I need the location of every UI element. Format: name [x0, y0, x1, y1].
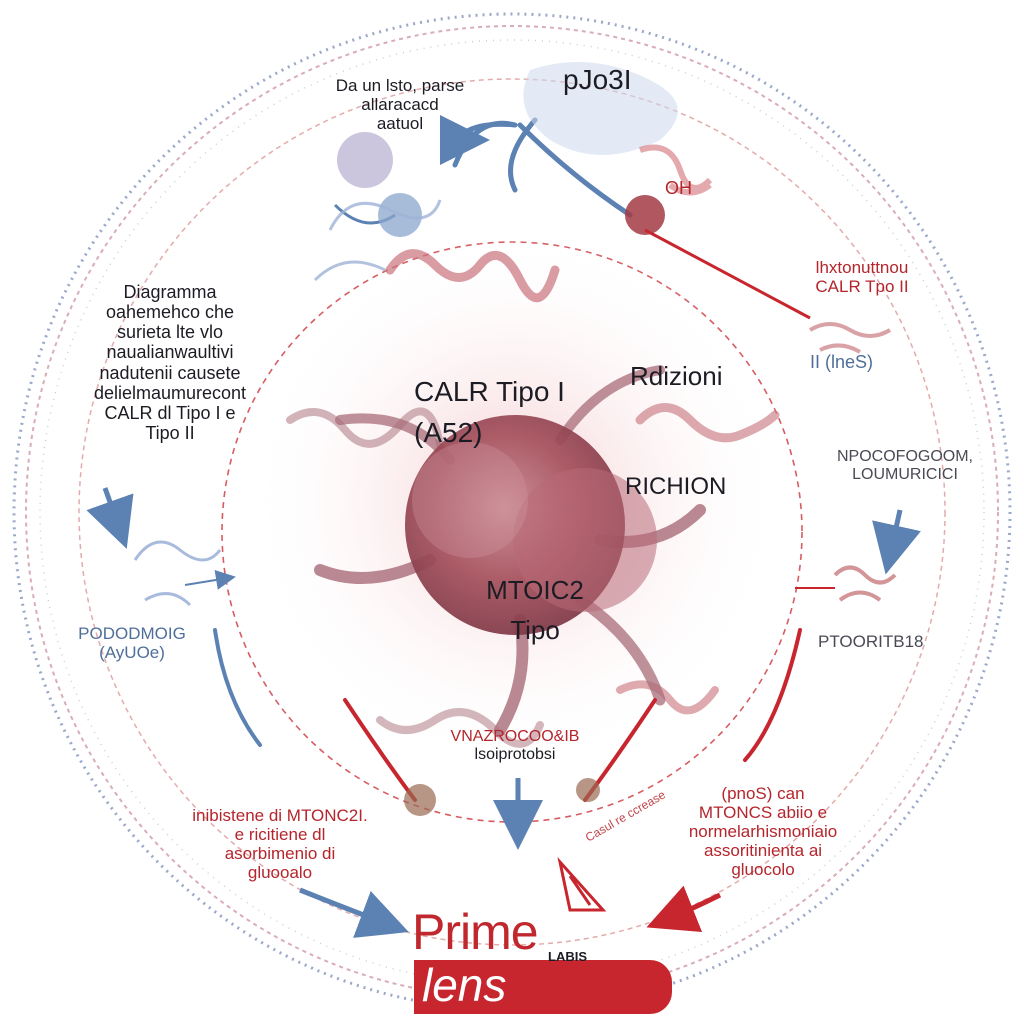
cell-tendril-4 [555, 365, 665, 445]
top-arrow-left-head [439, 114, 516, 165]
brand-logo-mark [557, 856, 607, 912]
right-lower-label: PTOORITB18 [818, 632, 924, 651]
bottom-left-arrow [299, 887, 409, 938]
outer-ring [12, 12, 1012, 1012]
right-arrow-down [872, 509, 921, 575]
top-right-node [625, 195, 665, 235]
center-add-label: Rdizioni [630, 361, 723, 391]
title-block: Diagramma oahemehco che surieta lte vlo … [80, 282, 260, 443]
top-right-connector [644, 228, 811, 320]
center-type1-label: CALR Tipo I (A52) [414, 376, 565, 448]
left-arc-blue [213, 628, 262, 747]
bottom-right-arrow [646, 885, 722, 933]
right-molecule-upper [808, 322, 892, 354]
bottom-center-label: VNAZROCOO&IB lsoiprotobsi [450, 728, 580, 763]
bottom-right-organelle [576, 778, 600, 802]
left-small-arrow [184, 570, 236, 590]
top-left-cluster [337, 132, 393, 188]
left-lower-label: PODODMOIG (AyUOe) [78, 624, 186, 663]
bottom-right-label: (pnoS) can MTONCS abiio e normelarhismon… [688, 784, 838, 880]
title-line-6: delielmaumurecont [93, 382, 247, 403]
protein-strand-4 [376, 708, 544, 748]
bottom-left-label: inibistene di MTONC2I. e ricitiene dl as… [192, 806, 368, 883]
top-left-molecule-lines [313, 199, 442, 282]
title-line-2: oahemehco che [105, 302, 235, 323]
right-red-label: lhxtonuttnou CALR Tpo II [815, 258, 909, 297]
top-left-label: Da un lsto, parse allaracacd aatuol [335, 76, 465, 134]
right-arc-red [743, 628, 802, 762]
right-molecule [833, 565, 897, 602]
brand-name-part-b: lens [414, 959, 672, 1014]
cell-lobe-1 [513, 468, 657, 612]
title-line-8: Tipo II [145, 423, 195, 444]
right-blue-label: II (lneS) [810, 352, 874, 372]
title-line-4: naualianwaultivi [106, 342, 234, 363]
title-line-5: nadutenii causete [99, 362, 241, 383]
title-line-3: surieta lte vlo [116, 322, 224, 343]
middle-ring [78, 78, 946, 946]
center-mito-label: MTOIC2 Tipo [486, 575, 584, 646]
center-rich-label: RICHION [625, 473, 727, 500]
protein-strand-5 [616, 680, 719, 715]
protein-strand-3 [635, 403, 780, 443]
brand-subtitle: LABIS [548, 949, 587, 964]
left-arrow-down [86, 487, 134, 549]
brand-name-part-a: Prime [412, 904, 539, 960]
top-arrow-right [517, 122, 633, 218]
protein-strand-1 [385, 249, 560, 303]
top-right-red-swirl [639, 144, 713, 196]
title-line-1: Diagramma [123, 282, 217, 302]
top-right-text: OH [665, 178, 692, 198]
right-mid-label: NPOCOFOGOOM, LOUMURICICI [837, 448, 973, 483]
top-right-blob [523, 62, 678, 155]
outer-ring-band [39, 39, 985, 985]
top-right-title: pJo3I [563, 64, 632, 95]
cell-lobe-2 [412, 442, 528, 558]
left-molecule [133, 540, 222, 607]
protein-strand-2 [286, 407, 444, 449]
bottom-left-organelle [404, 784, 436, 816]
title-line-7: CALR dl Tipo I e [104, 402, 236, 423]
